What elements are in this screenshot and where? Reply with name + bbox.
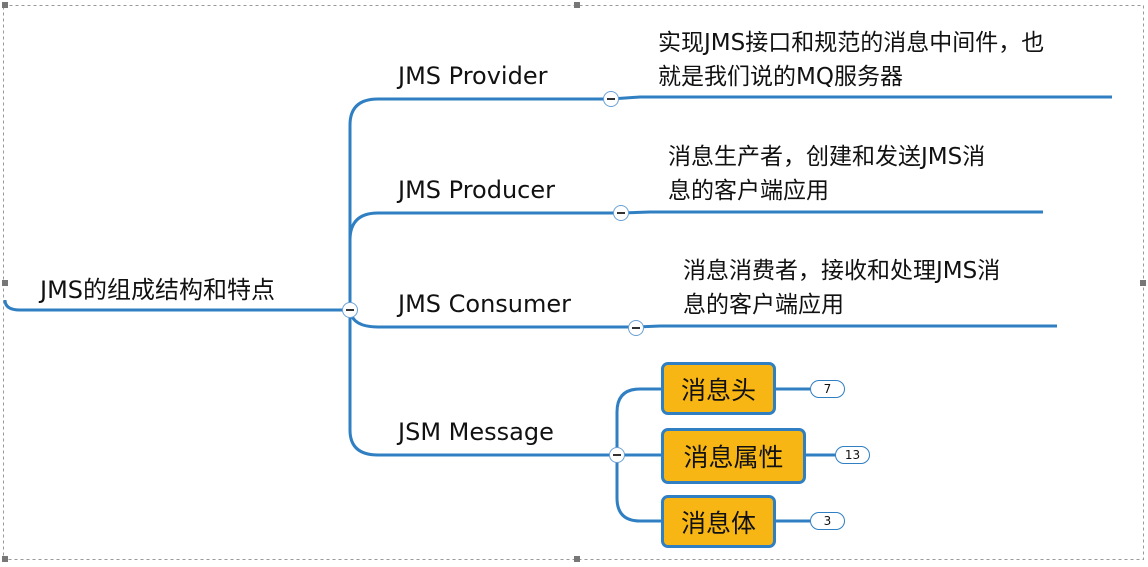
resize-handle[interactable] (574, 556, 580, 562)
desc-line: 实现JMS接口和规范的消息中间件，也 (658, 30, 1045, 56)
producer-description[interactable]: 消息生产者，创建和发送JMS消 息的客户端应用 (668, 140, 985, 208)
desc-line: 消息生产者，创建和发送JMS消 (668, 144, 986, 170)
topic-message-body[interactable]: 消息体 (661, 495, 776, 548)
count-badge[interactable]: 3 (810, 512, 845, 530)
resize-handle[interactable] (2, 2, 8, 8)
desc-line: 息的客户端应用 (668, 178, 829, 204)
collapse-icon[interactable] (342, 302, 358, 318)
provider-connector (348, 95, 1112, 310)
desc-line: 消息消费者，接收和处理JMS消 (683, 258, 1001, 284)
topic-message-properties[interactable]: 消息属性 (661, 428, 806, 484)
resize-handle[interactable] (2, 280, 8, 286)
producer-connector (348, 210, 1043, 241)
collapse-icon[interactable] (609, 447, 625, 463)
count-connectors (775, 387, 835, 523)
resize-handle[interactable] (574, 2, 580, 8)
topic-jms-consumer[interactable]: JMS Consumer (398, 290, 572, 318)
topic-message-header[interactable]: 消息头 (661, 362, 776, 415)
desc-line: 息的客户端应用 (683, 292, 844, 318)
resize-handle[interactable] (2, 556, 8, 562)
root-line (3, 299, 350, 312)
collapse-icon[interactable] (603, 91, 619, 107)
collapse-icon[interactable] (628, 320, 644, 336)
message-connector (348, 310, 617, 457)
desc-line: 就是我们说的MQ服务器 (658, 64, 903, 90)
topic-jms-producer[interactable]: JMS Producer (398, 176, 555, 204)
count-badge[interactable]: 7 (810, 380, 845, 398)
collapse-icon[interactable] (613, 205, 629, 221)
count-badge[interactable]: 13 (835, 446, 870, 464)
consumer-description[interactable]: 消息消费者，接收和处理JMS消 息的客户端应用 (683, 254, 1000, 322)
topic-jms-provider[interactable]: JMS Provider (398, 62, 548, 90)
provider-description[interactable]: 实现JMS接口和规范的消息中间件，也 就是我们说的MQ服务器 (658, 26, 1044, 94)
root-topic[interactable]: JMS的组成结构和特点 (40, 276, 276, 304)
topic-jsm-message[interactable]: JSM Message (398, 418, 554, 446)
resize-handle[interactable] (1140, 280, 1146, 286)
